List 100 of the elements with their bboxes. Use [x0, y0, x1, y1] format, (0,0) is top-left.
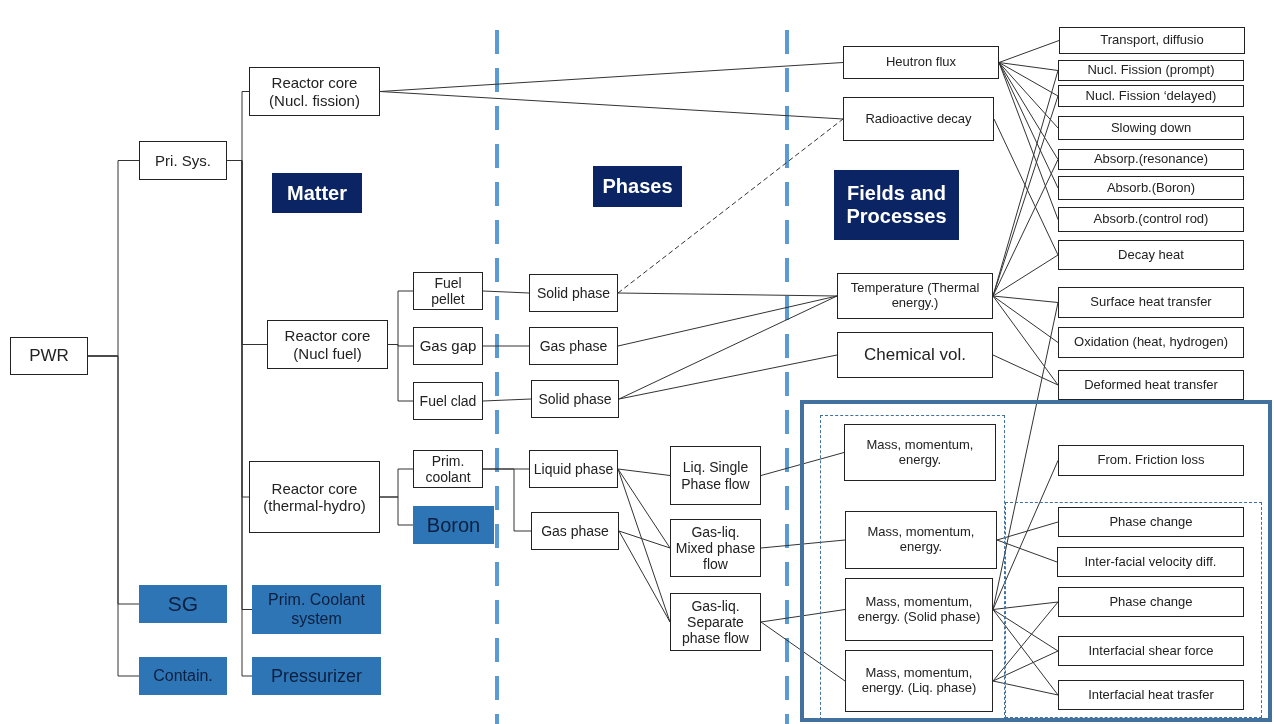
dashed-group-frame [1005, 502, 1262, 718]
node-label: Phase change [1108, 594, 1194, 610]
process-box [843, 46, 999, 79]
process-box [845, 650, 993, 712]
node-label: Nucl. Fission (prompt) [1086, 63, 1216, 78]
node-label: Mass, momentum, energy. [865, 437, 975, 468]
connector-line [998, 62, 1059, 189]
connector-line [992, 680, 1059, 696]
process-box [843, 97, 994, 141]
node-label: SG [166, 591, 200, 617]
node-label: Fuel pellet [430, 274, 466, 308]
connector-line [992, 609, 1059, 652]
connector-line [992, 159, 1059, 297]
process-box [413, 272, 483, 310]
connector-line [996, 521, 1059, 541]
node-label: Reactor core (Nucl fuel) [283, 327, 372, 362]
connector-line [760, 621, 846, 682]
column-header [834, 170, 959, 240]
process-box [413, 450, 483, 488]
node-label: Liquid phase [532, 460, 615, 478]
component-box [139, 657, 227, 695]
node-label: Decay heat [1117, 247, 1185, 263]
process-box [1058, 327, 1244, 358]
process-box [139, 141, 227, 180]
node-label: PWR [28, 346, 70, 366]
connector-line [618, 530, 671, 623]
dashed-group-frame [820, 415, 1005, 720]
node-label: Gas-liq. Mixed phase flow [674, 523, 757, 573]
column-title: Phases [601, 175, 674, 198]
node-label: Gas-liq. Separate phase flow [681, 597, 750, 647]
process-box [249, 461, 380, 533]
connector-line [379, 91, 844, 120]
connector-line [996, 539, 1058, 563]
node-label: Absorb.(control rod) [1092, 212, 1210, 227]
column-header [272, 173, 362, 213]
connector-line [992, 295, 1059, 386]
connector-line [617, 468, 671, 549]
node-label: Mass, momentum, energy. [866, 525, 976, 555]
connector-line [998, 62, 1059, 160]
connector-line [992, 295, 1059, 303]
process-box [670, 593, 761, 651]
connector-line [998, 62, 1059, 71]
column-header [593, 166, 682, 207]
connector-line [482, 290, 530, 294]
column-title: Matter [286, 181, 348, 205]
node-label: Prim. Coolant system [267, 591, 366, 628]
process-box [845, 578, 993, 641]
node-label: Heutron flux [884, 55, 958, 70]
component-box [252, 585, 381, 634]
process-box [1059, 27, 1245, 54]
node-label: Pressurizer [270, 665, 363, 687]
process-box [531, 380, 619, 418]
node-label: From. Friction loss [1096, 453, 1206, 468]
node-label: Pri. Sys. [154, 151, 212, 170]
connector-line [993, 118, 1059, 256]
connector-line [617, 118, 844, 294]
process-box [1058, 85, 1244, 107]
node-label: Gas phase [538, 337, 609, 355]
process-box [844, 424, 996, 481]
node-label: Interfacial heat trasfer [1087, 687, 1215, 703]
component-box [413, 506, 494, 544]
group-frame [800, 400, 1272, 722]
node-label: Surface heat transfer [1089, 295, 1213, 310]
node-label: Deformed heat transfer [1083, 377, 1219, 393]
connector-line [992, 295, 1059, 343]
node-label: Reactor core (thermal-hydro) [262, 479, 367, 515]
node-label: Prim. coolant [424, 452, 472, 486]
node-label: Boron [425, 513, 482, 537]
node-label: Mass, momentum, energy. (Liq. phase) [860, 666, 978, 696]
connector-line [992, 601, 1059, 610]
connector-line [618, 354, 838, 400]
process-box [1058, 445, 1244, 476]
connector-line [482, 398, 532, 402]
connector-line [760, 609, 846, 623]
connector-line [998, 40, 1060, 63]
connector-line [379, 496, 414, 526]
connector-line [760, 452, 845, 476]
node-label: Mass, momentum, energy. (Solid phase) [856, 594, 982, 625]
process-box [845, 511, 997, 569]
process-box [1058, 240, 1244, 270]
process-box [267, 320, 388, 369]
process-box [670, 446, 761, 505]
process-box [1058, 60, 1244, 81]
connector-line [998, 62, 1059, 97]
process-box [1058, 370, 1244, 400]
component-box [139, 585, 227, 623]
connector-line [992, 254, 1059, 297]
node-label: Inter-facial velocity diff. [1083, 554, 1218, 570]
node-label: Reactor core (Nucl. fission) [268, 74, 361, 109]
component-box [252, 657, 381, 695]
process-box [1058, 149, 1244, 170]
connector-line [482, 345, 530, 347]
node-label: Slowing down [1109, 120, 1193, 136]
node-label: Nucl. Fission ‘delayed) [1084, 88, 1218, 104]
connector-line [992, 460, 1059, 610]
process-box [1058, 507, 1244, 537]
process-box [1057, 547, 1244, 577]
process-box [1058, 116, 1244, 140]
node-label: Gas phase [540, 522, 610, 540]
connector-line [617, 295, 838, 347]
